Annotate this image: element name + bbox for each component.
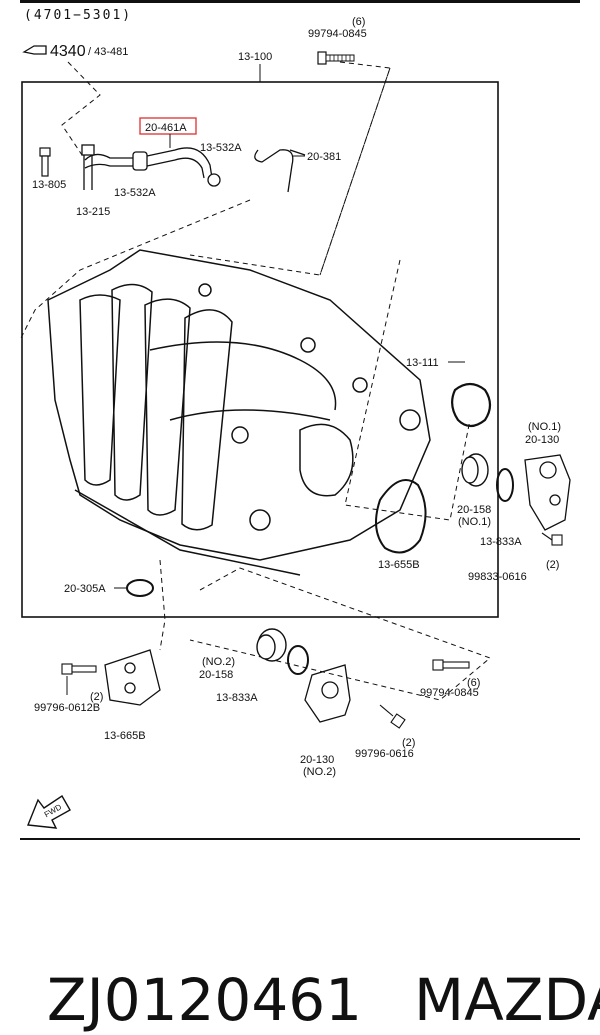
part-20130-no1-label: 20-130: [525, 434, 559, 446]
qty-low-bolt: (2): [402, 737, 415, 749]
bolt-icon: [379, 704, 406, 729]
qty-left-bolt: (2): [90, 691, 103, 703]
control-valve-icon: [304, 664, 351, 723]
part-13215-label: 13-215: [76, 206, 110, 218]
part-13111-label: 13-111: [406, 357, 439, 369]
part-number: ZJ0120461: [46, 966, 363, 1034]
part-20461a-label: 20-461A: [145, 122, 187, 134]
assembly-frame: [21, 81, 499, 618]
fwd-arrow-icon: FWD: [27, 795, 71, 829]
part-13665b-label: 13-665B: [104, 730, 146, 742]
parts-diagram: 4340 / 43-481 (6) 99794-0845 13-100 20-4…: [19, 16, 571, 829]
o-ring-icon: [126, 579, 154, 597]
bolt-right-label: 99833-0616: [468, 571, 527, 583]
part-13100-label: 13-100: [238, 51, 272, 63]
part-20305a-label: 20-305A: [64, 583, 106, 595]
no1-small-label: (NO.1): [458, 516, 491, 528]
gasket-icon: [375, 479, 427, 554]
gasket-icon: [451, 382, 492, 428]
no2-bottom-label: (NO.2): [303, 766, 336, 778]
o-ring-icon: [287, 645, 309, 675]
qty-mid-bolt: (6): [467, 677, 480, 689]
bolt-low-label: 99796-0616: [355, 748, 414, 760]
bolt-top-label: 99794-0845: [308, 28, 367, 40]
part-13655b-label: 13-655B: [378, 559, 420, 571]
part-20158-no1-label: 20-158: [457, 504, 491, 516]
bolt-mid-label: 99794-0845: [420, 687, 479, 699]
ref-4340-label: 4340: [50, 43, 86, 60]
cap-icon: [461, 453, 489, 487]
highlighted-part-box: [139, 117, 197, 135]
intake-manifold-icon: [47, 249, 431, 576]
o-ring-icon: [496, 468, 514, 502]
bolt-left-label: 99796-0612B: [34, 702, 100, 714]
part-20381-label: 20-381: [307, 151, 341, 163]
qty-right-bolt: (2): [546, 559, 559, 571]
qty-top-bolt: (6): [352, 16, 365, 28]
bracket-icon: [104, 649, 161, 706]
footer-caption: ZJ0120461 MAZDA: [10, 895, 600, 1034]
bolt-icon: [432, 659, 470, 671]
bolt-icon: [61, 663, 97, 675]
part-13805-label: 13-805: [32, 179, 66, 191]
top-rule: [20, 0, 580, 3]
bolt-icon: [317, 51, 355, 65]
diagram-group-code: (4701−5301): [24, 8, 133, 23]
part-13532a-low-label: 13-532A: [114, 187, 156, 199]
no2-left-label: (NO.2): [202, 656, 235, 668]
leader-lines: [19, 61, 491, 701]
bolt-icon: [39, 147, 51, 177]
bolt-icon: [541, 532, 563, 546]
cap-icon: [256, 628, 287, 662]
control-valve-icon: [524, 454, 571, 531]
pcv-hose-icon: [81, 144, 306, 193]
part-20130-no2-label: 20-130: [300, 754, 334, 766]
part-13833a-right-label: 13-833A: [480, 536, 522, 548]
ref-43481-label: / 43-481: [88, 46, 128, 58]
bottom-rule: [20, 838, 580, 840]
brand-name: MAZDA: [414, 966, 600, 1034]
ref-arrow-icon: [22, 45, 47, 55]
part-13532a-top-label: 13-532A: [200, 142, 242, 154]
part-20158-no2-label: 20-158: [199, 669, 233, 681]
part-13833a-low-label: 13-833A: [216, 692, 258, 704]
no1-right-label: (NO.1): [528, 421, 561, 433]
